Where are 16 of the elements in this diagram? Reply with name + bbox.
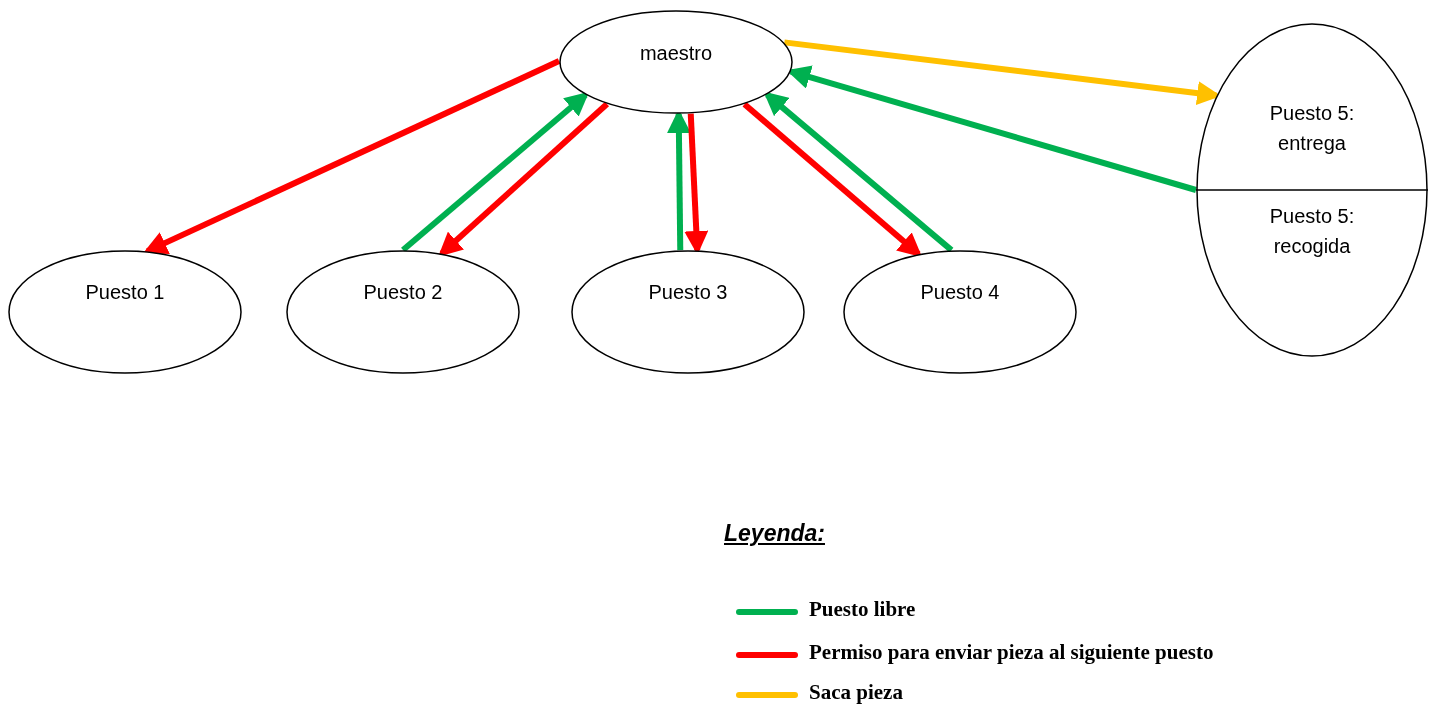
arrow bbox=[763, 91, 954, 253]
legend-label: Puesto libre bbox=[809, 597, 916, 621]
arrow bbox=[438, 101, 609, 257]
node-label: Puesto 1 bbox=[84, 280, 166, 305]
node-label: maestro bbox=[638, 41, 714, 66]
arrow bbox=[143, 58, 561, 254]
node-label: Puesto 3 bbox=[647, 280, 729, 305]
node-label: Puesto 5: recogida bbox=[1268, 204, 1356, 259]
node-label: Puesto 2 bbox=[362, 280, 444, 305]
arrow bbox=[742, 101, 923, 258]
node-label: Puesto 5: entrega bbox=[1268, 101, 1356, 156]
legend-title: Leyenda: bbox=[724, 520, 825, 547]
arrow bbox=[401, 91, 590, 253]
node-label: Puesto 4 bbox=[919, 280, 1001, 305]
legend-label: Permiso para enviar pieza al siguiente puesto bbox=[809, 640, 1214, 664]
legend-label: Saca pieza bbox=[809, 680, 903, 704]
